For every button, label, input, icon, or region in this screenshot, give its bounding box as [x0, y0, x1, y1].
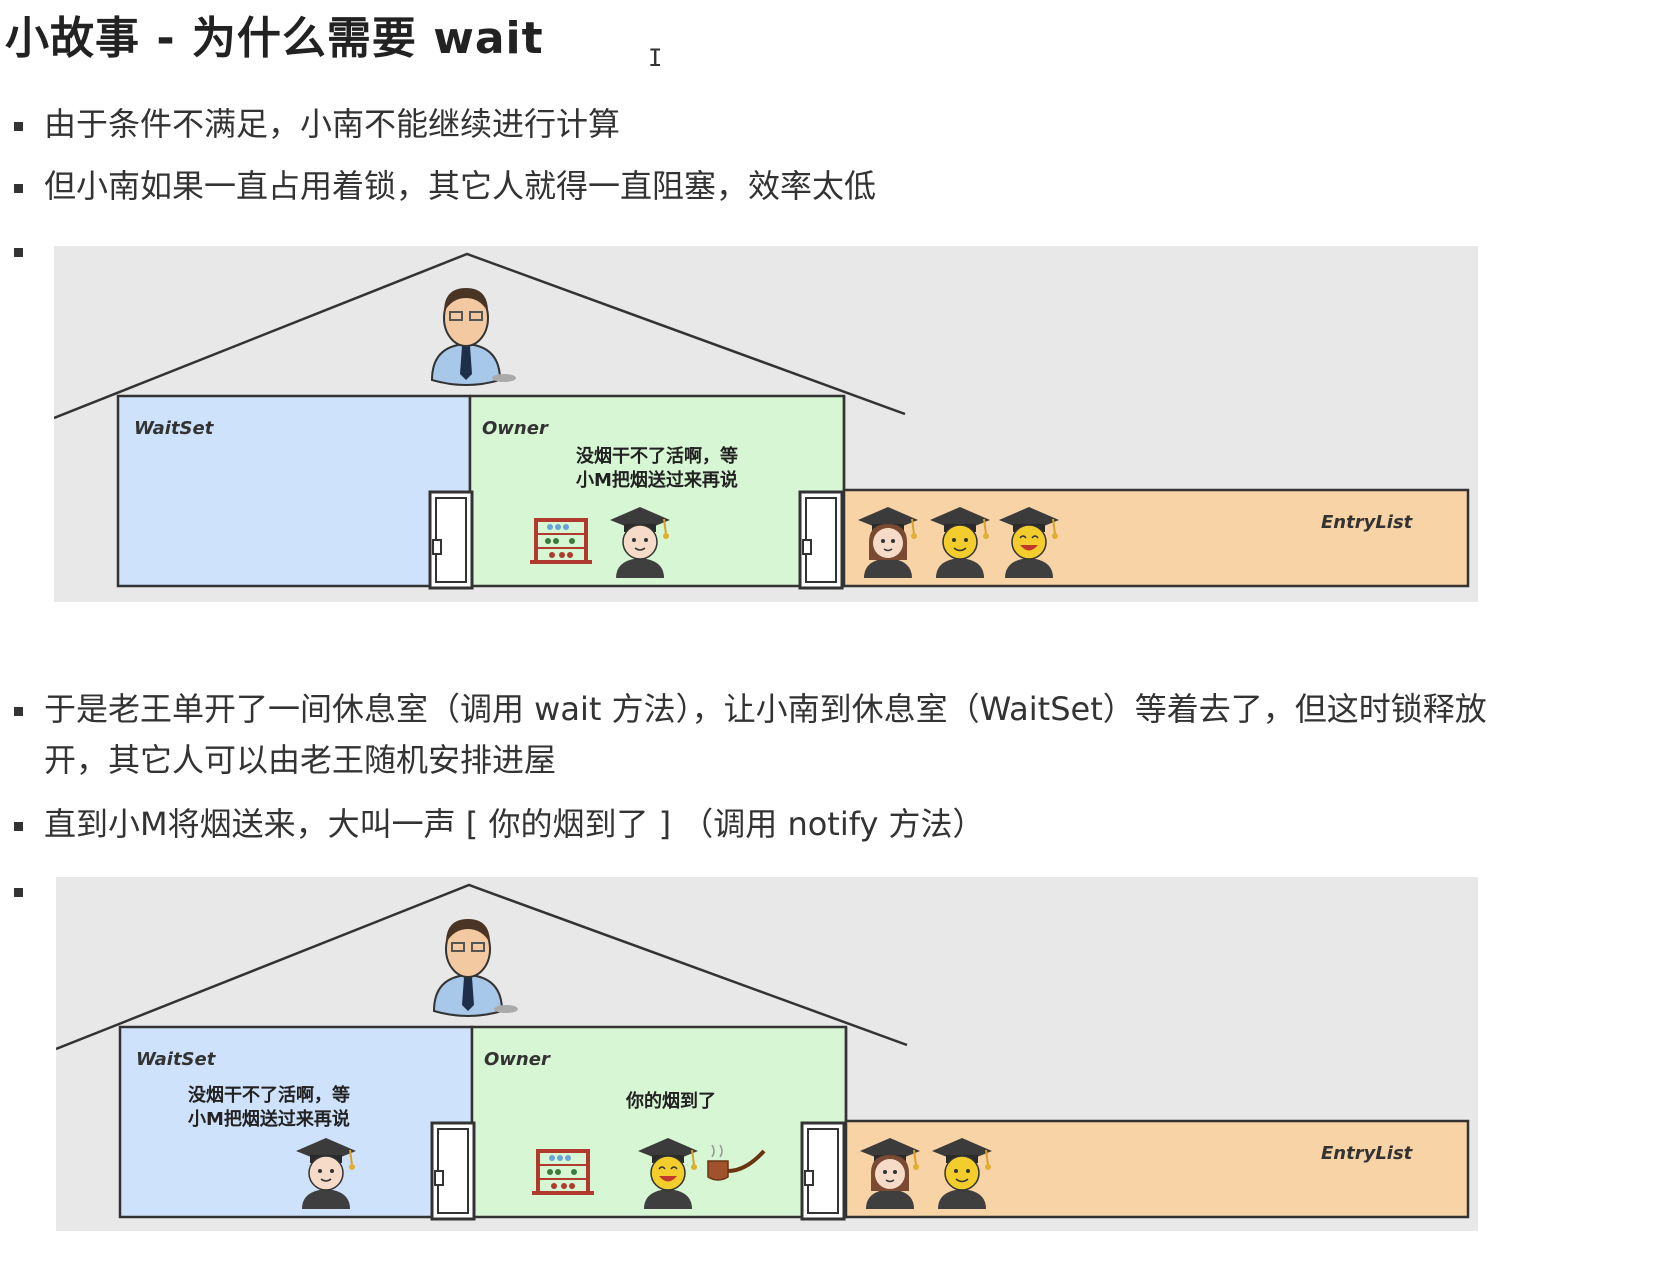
owner-speech-line1: 没烟干不了活啊，等 [576, 445, 738, 467]
student-laughing-icon [998, 506, 1060, 579]
monitor-diagram-2: WaitSet Owner EntryList 没烟干不了活啊，等 小M把烟送过… [56, 877, 1596, 1277]
waitset-speech-line2: 小M把烟送过来再说 [188, 1108, 350, 1130]
door-icon [430, 1121, 476, 1221]
pipe-icon [707, 1144, 766, 1181]
entrylist-label: EntryList [1321, 512, 1414, 533]
bullet-text-3-continued: 开，其它人可以由老王随机安排进屋 [44, 741, 557, 779]
entrylist-label: EntryList [1321, 1143, 1414, 1164]
bullet-marker [14, 707, 23, 716]
owner-label: Owner [484, 1049, 551, 1070]
student-girl-icon [857, 506, 919, 579]
page-title: 小故事 - 为什么需要 wait [5, 13, 544, 64]
waitset-label: WaitSet [136, 1049, 217, 1070]
bullet-marker [14, 822, 23, 831]
door-icon [800, 1121, 846, 1221]
bullet-text-4: 直到小M将烟送来，大叫一声 [ 你的烟到了 ] （调用 notify 方法） [44, 805, 985, 843]
owner-speech-line2: 小M把烟送过来再说 [576, 469, 738, 491]
waitset-room [118, 1025, 474, 1219]
bullet-marker [14, 888, 23, 897]
student-icon [295, 1137, 357, 1210]
door-icon [798, 490, 844, 590]
waitset-label: WaitSet [134, 418, 215, 439]
student-yellow-icon [929, 506, 991, 579]
waitset-room [116, 394, 472, 588]
owner-speech: 你的烟到了 [625, 1090, 716, 1112]
student-yellow-icon [931, 1137, 993, 1210]
bullet-text-2: 但小南如果一直占用着锁，其它人就得一直阻塞，效率太低 [44, 167, 877, 205]
student-icon [609, 506, 671, 579]
door-icon [428, 490, 474, 590]
bullet-marker [14, 248, 23, 257]
bullet-text-1: 由于条件不满足，小南不能继续进行计算 [44, 105, 621, 143]
student-girl-icon [859, 1137, 921, 1210]
owner-room [468, 394, 846, 588]
owner-label: Owner [482, 418, 549, 439]
student-laughing-icon [637, 1137, 699, 1210]
bullet-text-3: 于是老王单开了一间休息室（调用 wait 方法），让小南到休息室（WaitSet… [44, 690, 1487, 728]
text-cursor-icon: I [648, 44, 663, 72]
monitor-diagram-1: WaitSet Owner EntryList 没烟干不了活啊，等 小M把烟送过… [54, 246, 1594, 648]
bullet-marker [14, 122, 23, 131]
bullet-marker [14, 184, 23, 193]
waitset-speech-line1: 没烟干不了活啊，等 [188, 1084, 350, 1106]
